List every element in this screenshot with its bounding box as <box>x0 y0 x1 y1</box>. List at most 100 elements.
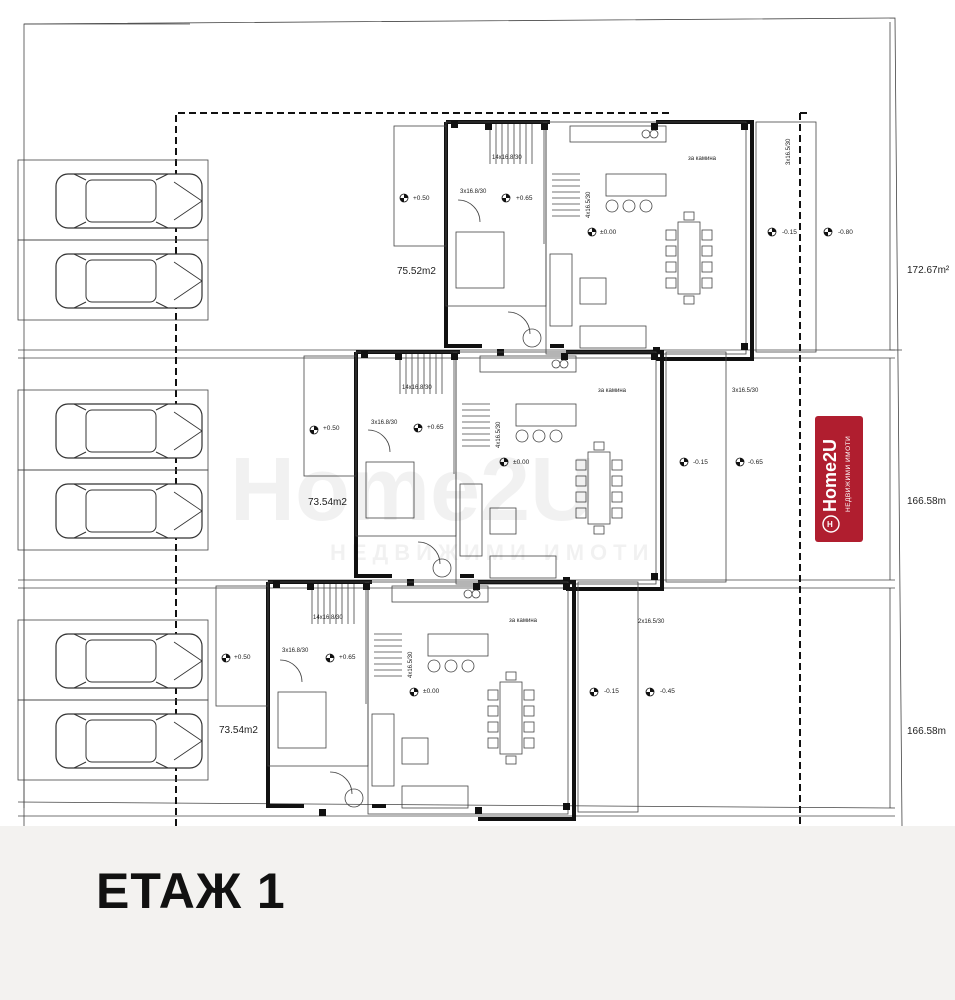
chair <box>593 441 605 451</box>
plot-area-label: 166.58m <box>907 726 946 737</box>
stool <box>427 659 441 673</box>
car-line <box>173 491 203 512</box>
wall <box>266 582 304 808</box>
level-fill <box>590 692 594 696</box>
car-line <box>73 681 87 689</box>
level-label: -0.15 <box>604 688 619 695</box>
car-line <box>155 761 169 769</box>
kitchen-label: за камина <box>598 388 627 394</box>
level-fill <box>330 654 334 658</box>
car-line <box>155 221 169 229</box>
level-marker <box>221 653 231 663</box>
car-line <box>73 713 87 721</box>
chair <box>701 245 713 257</box>
car-line <box>173 181 203 202</box>
level-label: -0.15 <box>693 459 708 466</box>
stove-ring <box>559 359 569 369</box>
car-roof <box>85 639 157 683</box>
level-fill <box>588 232 592 236</box>
car-line <box>155 633 169 641</box>
dining-table <box>677 221 701 295</box>
coffee-table <box>489 507 517 535</box>
unit-area-label: 73.54m2 <box>219 725 258 736</box>
car-line <box>73 451 87 459</box>
stair-label: 14x16.8/30 <box>402 385 432 391</box>
chair <box>575 507 587 519</box>
column-post <box>651 123 658 130</box>
level-fill <box>314 426 318 430</box>
chair <box>665 245 677 257</box>
column-post <box>273 581 280 588</box>
column-post <box>651 353 658 360</box>
unit-area-label: 73.54m2 <box>308 497 347 508</box>
housing-unit <box>303 350 745 591</box>
car-icon <box>55 403 203 459</box>
level-label: +0.50 <box>413 195 430 202</box>
footer-band <box>0 826 955 1000</box>
chair <box>683 295 695 305</box>
dining-table <box>499 681 523 755</box>
column-post <box>361 351 368 358</box>
plot-area-label: 166.58m <box>907 496 946 507</box>
level-label: -0.15 <box>782 229 797 236</box>
chair <box>665 261 677 273</box>
living-room <box>545 121 747 355</box>
level-label: -0.65 <box>748 459 763 466</box>
coffee-table <box>579 277 607 305</box>
level-marker <box>735 457 745 467</box>
stool <box>639 199 653 213</box>
plot-area-label: 172.67m² <box>907 265 950 276</box>
kitchen-counter <box>391 585 489 603</box>
level-label: ±0.00 <box>513 459 530 466</box>
car-line <box>73 483 87 491</box>
door-swing <box>457 199 481 223</box>
stool <box>549 429 563 443</box>
car-line <box>155 253 169 261</box>
stair-label: 3x16.8/30 <box>282 648 309 654</box>
level-fill <box>414 428 418 432</box>
stool <box>515 429 529 443</box>
chair <box>523 705 535 717</box>
door-swing <box>367 429 391 453</box>
car-body <box>55 173 203 229</box>
parking-bay <box>17 239 209 321</box>
sofa <box>489 555 557 579</box>
chair <box>665 277 677 289</box>
level-label: +0.65 <box>516 195 533 202</box>
terrace <box>393 125 447 247</box>
kitchen-label: за камина <box>688 156 717 162</box>
car-icon <box>55 173 203 229</box>
level-marker <box>589 687 599 697</box>
terrace <box>577 581 639 813</box>
chair <box>523 721 535 733</box>
level-label: -0.80 <box>838 229 853 236</box>
level-fill <box>404 194 408 198</box>
floor-plan-drawing: 172.67m² 166.58m 166.58m 75.52m2 73.54m2… <box>17 17 950 826</box>
staircase <box>399 354 490 447</box>
staircase <box>489 124 580 217</box>
car-body <box>55 253 203 309</box>
column-post <box>741 123 748 130</box>
car-body <box>55 403 203 459</box>
stair-label: 4x16.5/30 <box>408 651 414 678</box>
car-body <box>55 713 203 769</box>
column-post <box>475 807 482 814</box>
unit-area-label: 75.52m2 <box>397 266 436 277</box>
building-line <box>175 112 670 826</box>
home2u-logo: H Home2U НЕДВИЖИМИ ИМОТИ <box>815 416 863 542</box>
car-line <box>155 713 169 721</box>
column-post <box>485 123 492 130</box>
column-post <box>741 343 748 350</box>
site-line <box>889 22 902 351</box>
stove-ring <box>641 129 651 139</box>
kitchen-counter <box>569 125 667 143</box>
plot-divider <box>17 801 896 809</box>
car-line <box>173 660 203 681</box>
chair <box>701 261 713 273</box>
chair <box>611 507 623 519</box>
chair <box>611 475 623 487</box>
level-fill <box>646 692 650 696</box>
stool <box>532 429 546 443</box>
car-roof <box>85 489 157 533</box>
level-marker <box>325 653 335 663</box>
